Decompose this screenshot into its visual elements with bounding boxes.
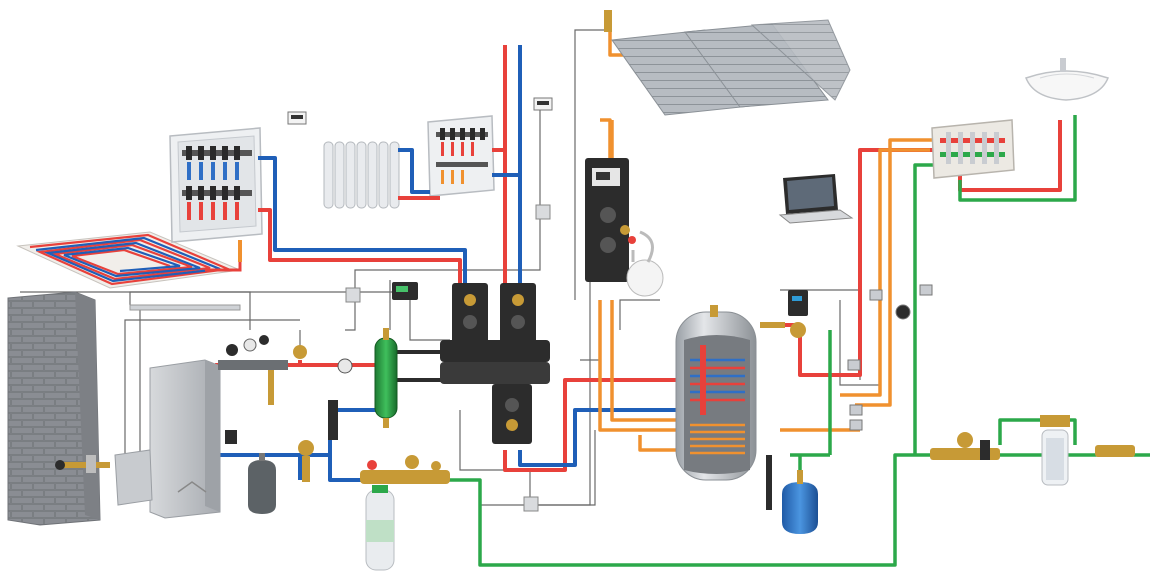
chimney-wall-icon (7, 291, 101, 526)
underfloor-heating-loop-icon (16, 231, 242, 289)
expansion-vessel-icon (248, 453, 276, 514)
boiler-icon (114, 359, 221, 519)
radiator-icon (323, 141, 400, 209)
manifold-cabinet-icon (931, 119, 1015, 179)
junction-box-icon (345, 204, 551, 512)
water-softener-icon (365, 485, 395, 571)
valve-icon (847, 284, 933, 431)
pressure-reducer-icon (360, 455, 450, 484)
boiler-safety-group-icon (218, 335, 353, 444)
expansion-vessel-icon (626, 230, 664, 297)
thermostat-icon (533, 97, 553, 111)
thermostat-icon (287, 111, 307, 125)
manifold-cabinet-icon (169, 127, 263, 243)
hot-water-cylinder-icon (675, 305, 757, 481)
controller-icon (392, 282, 418, 300)
gas-valve-icon (55, 455, 110, 473)
solar-panel-icon (604, 10, 851, 116)
hydraulic-separator-icon (374, 328, 398, 428)
solar-pipes (598, 30, 935, 452)
laptop-icon (778, 174, 854, 224)
water-filter-icon (1040, 415, 1135, 486)
sensor-rail-icon (129, 304, 241, 311)
expansion-vessel-icon (766, 455, 818, 534)
manifold-cabinet-icon (427, 115, 495, 197)
washbasin-icon (1025, 58, 1109, 101)
pump-group-icon (440, 283, 550, 444)
pressure-reducer-icon (930, 432, 1000, 460)
solar-pump-station-icon (585, 158, 636, 282)
thermostatic-mixer-icon (760, 290, 808, 338)
dirt-separator-icon (298, 400, 338, 482)
